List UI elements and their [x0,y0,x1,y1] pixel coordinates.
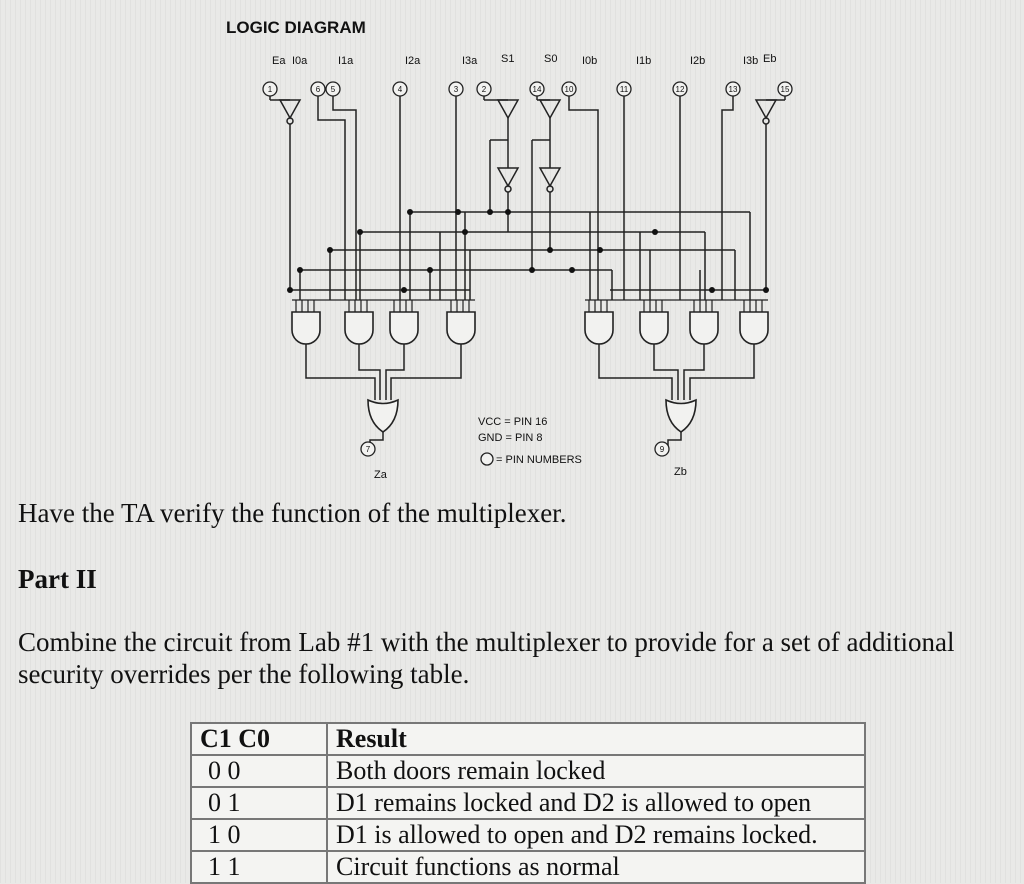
table-row: 1 1 Circuit functions as normal [190,850,866,884]
pin-legend: = PIN NUMBERS [496,454,582,466]
vcc-note: VCC = PIN 16 [478,416,547,428]
pin-number: 12 [676,85,685,94]
label-i1a: I1a [338,55,354,67]
cell-result: Both doors remain locked [326,754,866,788]
pin-number: 15 [781,85,790,94]
table-row: 0 1 D1 remains locked and D2 is allowed … [190,786,866,820]
pin-number: 5 [331,85,336,94]
table-header-row: C1 C0 Result [190,722,866,756]
label-i1b: I1b [636,55,651,67]
cell-result: Circuit functions as normal [326,850,866,884]
cell-inputs: 1 1 [190,850,328,884]
output-za-label: Za [374,469,388,481]
label-i2a: I2a [405,55,421,67]
cell-inputs: 0 0 [190,754,328,788]
pin-circle-za [360,441,376,457]
legend-circle-icon [480,452,494,466]
pin-number: 2 [482,85,487,94]
label-eb: Eb [763,53,776,65]
ta-verify-text: Have the TA verify the function of the m… [18,498,567,528]
pin-number: 9 [660,445,665,454]
table-row: 0 0 Both doors remain locked [190,754,866,788]
label-s0: S0 [544,53,557,65]
pin-number: 3 [454,85,459,94]
pin-number: 4 [398,85,403,94]
override-table: C1 C0 Result 0 0 Both doors remain locke… [190,722,866,884]
cell-result: D1 remains locked and D2 is allowed to o… [326,786,866,820]
label-ea: Ea [272,55,286,67]
label-i0a: I0a [292,55,308,67]
label-i3b: I3b [743,55,758,67]
table-row: 1 0 D1 is allowed to open and D2 remains… [190,818,866,852]
output-zb-label: Zb [674,466,687,478]
header-result: Result [326,722,866,756]
label-s1: S1 [501,53,514,65]
logic-diagram: LOGIC DIAGRAM Ea I0a I1a I2a I3a S1 S0 I… [226,18,793,481]
pin-number: 1 [268,85,273,94]
instructions-paragraph: Combine the circuit from Lab #1 with the… [18,627,955,689]
pin-number: 13 [729,85,738,94]
pin-number: 14 [533,85,542,94]
part-heading: Part II [18,564,97,594]
pin-circle-zb [654,441,670,457]
label-i3a: I3a [462,55,478,67]
diagram-title: LOGIC DIAGRAM [226,18,366,37]
gnd-note: GND = PIN 8 [478,432,543,444]
header-c1c0: C1 C0 [190,722,328,756]
label-i2b: I2b [690,55,705,67]
label-i0b: I0b [582,55,597,67]
cell-result: D1 is allowed to open and D2 remains loc… [326,818,866,852]
cell-inputs: 0 1 [190,786,328,820]
pin-number: 6 [316,85,321,94]
cell-inputs: 1 0 [190,818,328,852]
pin-number: 10 [565,85,574,94]
pin-number: 11 [620,85,629,94]
pin-number: 7 [366,445,371,454]
